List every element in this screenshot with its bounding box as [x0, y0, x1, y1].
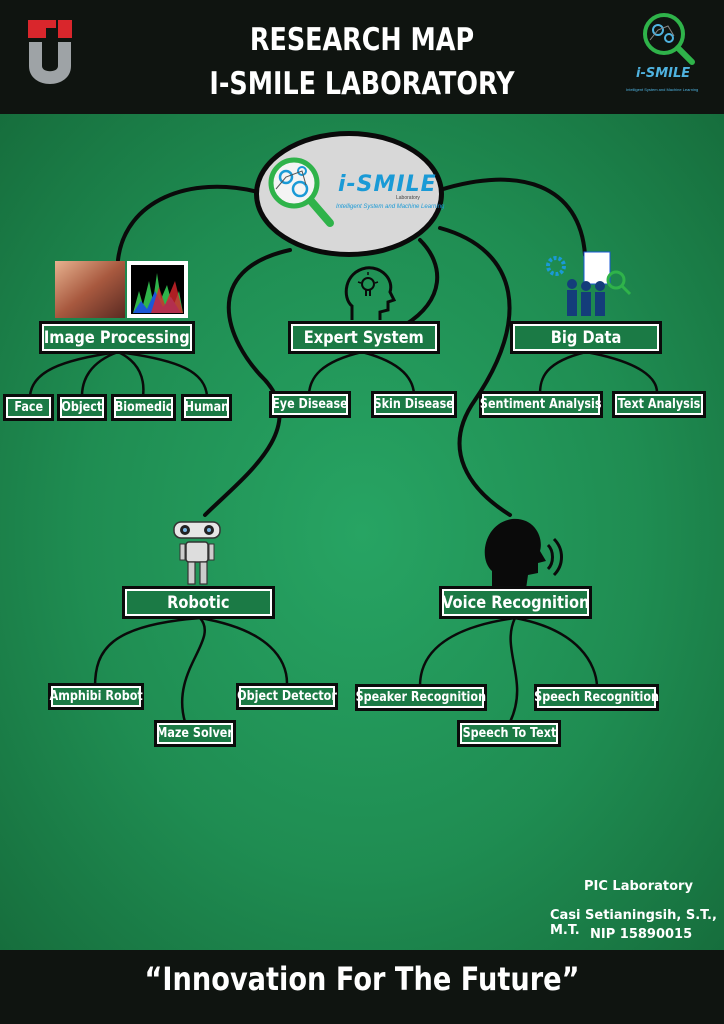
- leaf-maze-solver: Maze Solver: [154, 720, 236, 747]
- leaf-eye-disease: Eye Disease: [269, 391, 351, 418]
- header-bar: [0, 0, 724, 114]
- magnifier-gears-icon: [266, 155, 338, 235]
- image-histogram-icon: [55, 261, 188, 318]
- logo-tagline: Intelligent System and Machine Learning: [626, 87, 699, 92]
- node-voice-recognition: Voice Recognition: [439, 586, 592, 619]
- logo-brand-text: i-SMILE: [636, 66, 691, 81]
- title-line-1: RESEARCH MAP: [249, 22, 475, 58]
- pic-name: Casi Setianingsih, S.T., M.T.: [550, 908, 717, 938]
- leaf-speech-to-text: Speech To Text: [457, 720, 561, 747]
- ismile-logo: [640, 10, 700, 68]
- speaking-head-icon: [482, 515, 564, 589]
- title-line-2: I-SMILE LABORATORY: [209, 66, 515, 102]
- leaf-sentiment-analysis: Sentiment Analysis: [479, 391, 603, 418]
- center-sub-text: Laboratory: [396, 195, 420, 201]
- robot-icon: [170, 518, 224, 588]
- leaf-biomedic: Biomedic: [111, 394, 176, 421]
- footer-bar: [0, 950, 724, 1024]
- leaf-face: Face: [3, 394, 54, 421]
- leaf-speaker-recognition: Speaker Recognition: [355, 684, 487, 711]
- leaf-object-detector: Object Detector: [236, 683, 338, 710]
- leaf-human: Human: [181, 394, 232, 421]
- node-robotic: Robotic: [122, 586, 275, 619]
- center-tagline: Intelligent System and Machine Learning: [336, 204, 445, 210]
- telkom-university-logo: [26, 18, 74, 86]
- node-big-data: Big Data: [510, 321, 662, 354]
- head-lightbulb-icon: [340, 262, 397, 322]
- data-people-icon: [546, 248, 636, 320]
- node-expert-system: Expert System: [288, 321, 440, 354]
- leaf-object: Object: [57, 394, 107, 421]
- node-image-processing: Image Processing: [39, 321, 195, 354]
- pic-heading: PIC Laboratory: [584, 879, 693, 894]
- pic-nip: NIP 15890015: [590, 927, 693, 942]
- leaf-text-analysis: Text Analysis: [612, 391, 706, 418]
- leaf-speech-recognition: Speech Recognition: [534, 684, 659, 711]
- leaf-amphibi-robot: Amphibi Robot: [48, 683, 144, 710]
- center-brand-text: i-SMILE: [338, 172, 437, 197]
- leaf-skin-disease: Skin Disease: [371, 391, 457, 418]
- footer-tagline: “Innovation For The Future”: [144, 960, 580, 998]
